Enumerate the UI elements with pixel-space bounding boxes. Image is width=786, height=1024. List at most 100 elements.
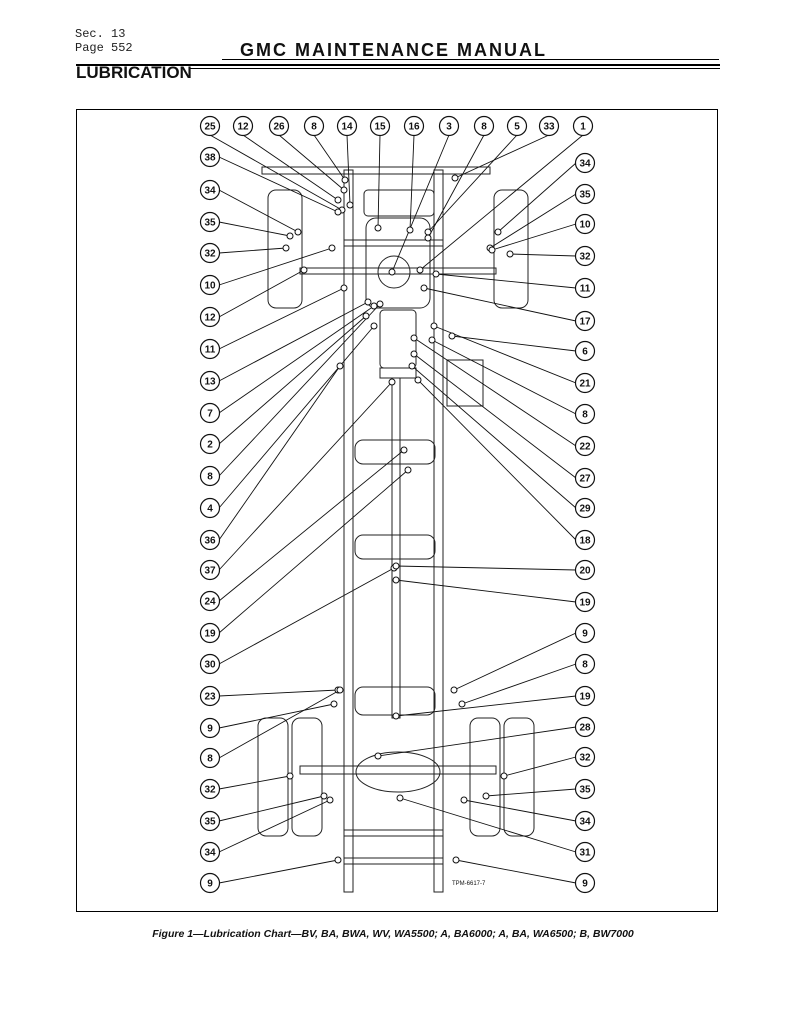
svg-text:37: 37 [204,566,216,577]
leader-line [218,381,393,571]
svg-text:21: 21 [579,379,591,390]
leader-line [463,799,577,822]
svg-text:35: 35 [579,785,591,796]
callout-left-36: 36 [199,529,221,551]
callout-left-34: 34 [199,179,221,201]
lubrication-point [330,700,338,708]
callout-left-35: 35 [199,810,221,832]
lubrication-point [370,322,378,330]
leader-line [454,134,550,179]
section-label: Sec. 13 [75,27,126,41]
callout-left-35: 35 [199,211,221,233]
svg-text:1: 1 [580,122,586,133]
leader-line [218,315,367,445]
manual-title: GMC MAINTENANCE MANUAL [240,40,547,60]
rear-tire-right-inner [469,717,501,837]
leader-line [218,799,331,853]
lubrication-point [414,376,422,384]
leader-line [218,287,345,350]
callout-left-24: 24 [199,590,221,612]
callout-left-2: 2 [199,433,221,455]
svg-text:10: 10 [579,220,591,231]
callout-right-22: 22 [574,435,596,457]
callout-left-8: 8 [199,465,221,487]
lubrication-point [388,378,396,386]
lubrication-point [448,332,456,340]
callout-left-9: 9 [199,717,221,739]
callout-top-16: 16 [403,115,425,137]
callout-left-32: 32 [199,242,221,264]
leader-line [451,335,577,352]
callout-right-34: 34 [574,810,596,832]
lubrication-point [506,250,514,258]
lubrication-point [334,208,342,216]
lubrication-point [320,792,328,800]
leader-line [218,689,341,759]
lubrication-point [334,856,342,864]
leader-line [455,859,577,884]
svg-text:8: 8 [207,754,213,765]
callout-top-8: 8 [303,115,325,137]
leader-line [491,223,577,251]
callout-left-8: 8 [199,747,221,769]
svg-text:38: 38 [204,153,216,164]
differential [355,751,441,793]
leader-line [409,134,415,231]
leader-line [413,337,577,447]
lubrication-point [430,322,438,330]
lubrication-point [458,700,466,708]
svg-text:32: 32 [204,785,216,796]
battery-box [446,359,484,407]
callout-left-9: 9 [199,872,221,894]
lubrication-point [334,196,342,204]
lubrication-point [336,686,344,694]
callout-right-34: 34 [574,152,596,174]
leader-line [218,156,339,213]
leader-line [423,287,577,322]
callout-right-6: 6 [574,340,596,362]
lubrication-point [336,362,344,370]
svg-text:35: 35 [204,218,216,229]
lubrication-point [346,201,354,209]
leader-line [209,134,343,211]
figure-caption: Figure 1—Lubrication Chart—BV, BA, BWA, … [152,928,634,940]
lubrication-point [416,266,424,274]
figure-code: TPM-6617-7 [452,881,486,887]
callout-top-8: 8 [473,115,495,137]
callout-right-29: 29 [574,497,596,519]
transmission [379,309,417,369]
leader-line [435,273,577,289]
svg-text:11: 11 [580,284,591,295]
callout-right-19: 19 [574,685,596,707]
leader-line [218,365,341,541]
leader-line [218,305,375,414]
lubrication-point [392,576,400,584]
lubrication-point [500,772,508,780]
leader-line [485,788,577,797]
svg-text:36: 36 [204,536,216,547]
lubrication-point [328,244,336,252]
leader-line [218,795,325,822]
svg-text:2: 2 [207,440,213,451]
lubrication-point [294,228,302,236]
svg-text:34: 34 [204,186,216,197]
leader-line [453,632,577,691]
svg-text:18: 18 [579,536,591,547]
leader-line [218,269,305,318]
lubrication-point [408,362,416,370]
callout-left-37: 37 [199,559,221,581]
svg-text:30: 30 [204,660,216,671]
leader-line [218,567,395,665]
callout-left-7: 7 [199,402,221,424]
lubrication-point [428,336,436,344]
rear-axle [299,765,497,775]
figure-frame [76,109,718,912]
lubrication-point [450,686,458,694]
callout-right-20: 20 [574,559,596,581]
lubrication-point [388,268,396,276]
callout-left-30: 30 [199,653,221,675]
leader-line [419,134,584,271]
lubrication-point [410,334,418,342]
callout-top-15: 15 [369,115,391,137]
